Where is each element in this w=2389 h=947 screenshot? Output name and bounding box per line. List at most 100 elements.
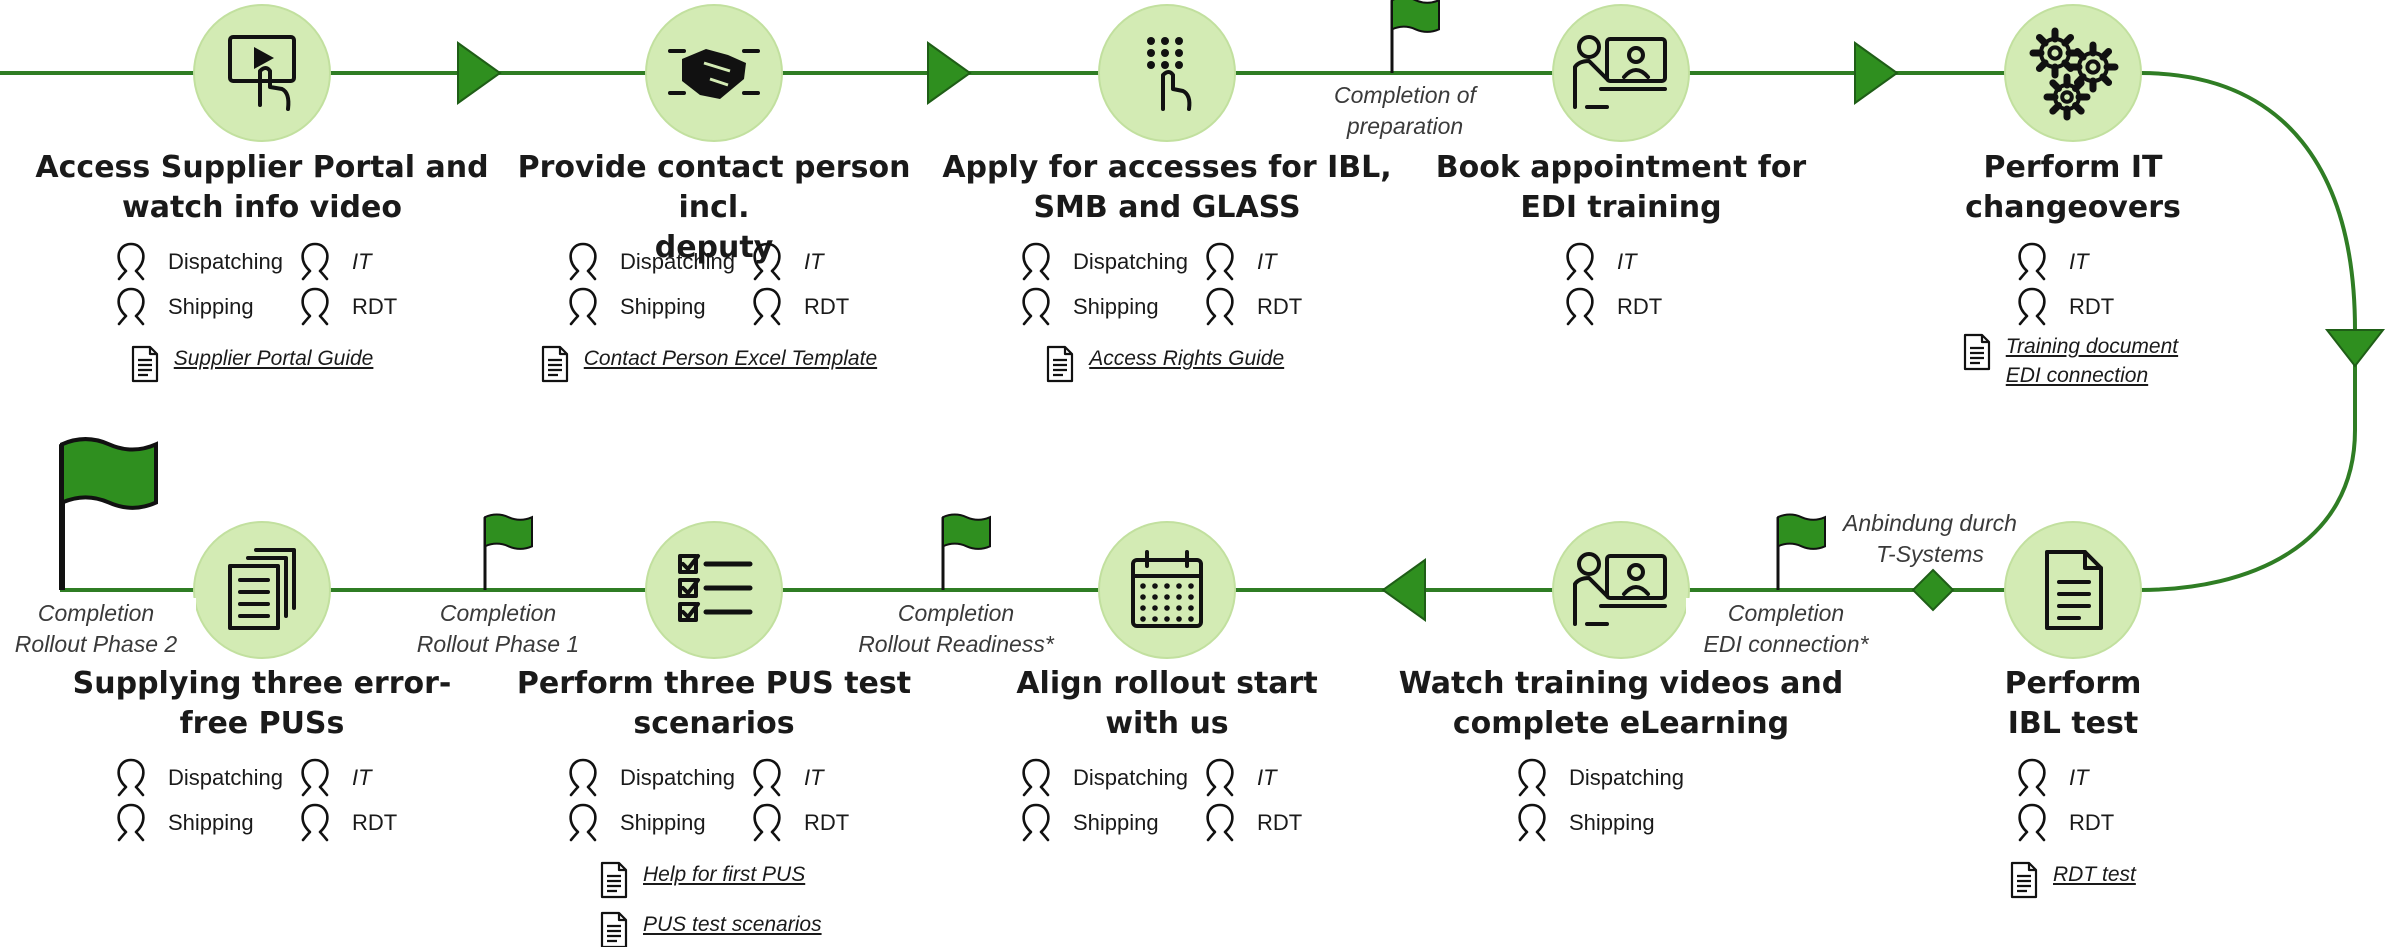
step-title: Provide contact person incl.deputy bbox=[484, 148, 944, 268]
role-rdt: RDT bbox=[746, 803, 849, 843]
step-title-line: IBL test bbox=[2007, 706, 2139, 741]
milestone-label-line: Completion bbox=[37, 600, 155, 626]
person-icon bbox=[1518, 758, 1546, 797]
person-icon bbox=[1566, 287, 1594, 326]
role-it: IT bbox=[746, 242, 824, 282]
role-dispatching: Dispatching bbox=[562, 758, 735, 798]
document-link-text[interactable]: Help for first PUS bbox=[643, 860, 805, 889]
video-touch-icon bbox=[228, 35, 296, 111]
step-title: Access Supplier Portal and watch info vid… bbox=[32, 148, 492, 228]
document-link-icon bbox=[2010, 861, 2038, 899]
document-link-line: EDI connection bbox=[2005, 364, 2149, 387]
role-label: RDT bbox=[804, 294, 850, 319]
role-shipping: Shipping bbox=[1015, 287, 1159, 327]
person-icon bbox=[1206, 758, 1234, 797]
process-step-node[interactable] bbox=[1098, 4, 1236, 142]
person-icon bbox=[117, 803, 145, 842]
document-link-text[interactable]: Supplier Portal Guide bbox=[174, 344, 374, 373]
person-icon bbox=[301, 287, 329, 326]
document-link[interactable]: RDT test bbox=[2009, 860, 2136, 900]
role-label: Shipping bbox=[620, 810, 706, 835]
role-shipping: Shipping bbox=[1015, 803, 1159, 843]
process-step-node[interactable] bbox=[193, 4, 331, 142]
document-link-text[interactable]: PUS test scenarios bbox=[643, 910, 822, 939]
online-training-icon bbox=[1573, 552, 1667, 626]
person-icon bbox=[753, 242, 781, 281]
role-shipping: Shipping bbox=[110, 803, 254, 843]
arrow-down bbox=[2324, 329, 2386, 368]
flag-completion-rollout-phase-1 bbox=[483, 513, 533, 590]
person-icon bbox=[753, 803, 781, 842]
document-link[interactable]: Contact Person Excel Template bbox=[540, 344, 877, 384]
role-rdt: RDT bbox=[2011, 803, 2114, 843]
role-label: IT bbox=[2069, 249, 2089, 274]
person-icon bbox=[301, 242, 329, 281]
person-icon bbox=[1518, 803, 1546, 842]
person-icon bbox=[2018, 287, 2046, 326]
person-icon bbox=[1566, 242, 1594, 281]
step-title: Apply for accesses for IBL,SMB and GLASS bbox=[937, 148, 1397, 228]
role-dispatching: Dispatching bbox=[110, 242, 283, 282]
document-link-icon bbox=[600, 911, 628, 947]
process-step-node[interactable] bbox=[1552, 521, 1690, 659]
role-label: Shipping bbox=[168, 294, 254, 319]
person-icon bbox=[753, 758, 781, 797]
document-link[interactable]: Supplier Portal Guide bbox=[130, 344, 374, 384]
handshake-icon bbox=[668, 49, 760, 99]
role-rdt: RDT bbox=[1199, 287, 1302, 327]
milestone-label-line: Completion bbox=[897, 600, 1015, 626]
role-label: RDT bbox=[1257, 810, 1303, 835]
document-link-text[interactable]: Contact Person Excel Template bbox=[584, 344, 877, 373]
process-step-node[interactable] bbox=[645, 4, 783, 142]
document-icon bbox=[2045, 550, 2103, 630]
document-link[interactable]: Help for first PUS bbox=[599, 860, 805, 900]
step-title-line: EDI training bbox=[1520, 190, 1722, 225]
process-step-node[interactable] bbox=[2004, 4, 2142, 142]
flag-completion-rollout-readiness bbox=[941, 513, 991, 590]
role-label: Shipping bbox=[1569, 810, 1655, 835]
role-it: IT bbox=[1199, 242, 1277, 282]
process-step-node[interactable] bbox=[1552, 4, 1690, 142]
role-shipping: Shipping bbox=[1511, 803, 1655, 843]
person-icon bbox=[117, 242, 145, 281]
calendar-icon bbox=[1131, 550, 1203, 628]
step-title-line: Access Supplier Portal and bbox=[35, 150, 489, 185]
role-it: IT bbox=[294, 758, 372, 798]
role-it: IT bbox=[2011, 242, 2089, 282]
document-link[interactable]: PUS test scenarios bbox=[599, 910, 822, 947]
process-step-node[interactable] bbox=[1098, 521, 1236, 659]
person-icon bbox=[1206, 242, 1234, 281]
document-link-line: Help for first PUS bbox=[643, 863, 806, 886]
process-step-node[interactable] bbox=[193, 521, 331, 659]
milestone-label-line: Rollout Phase 1 bbox=[416, 631, 580, 657]
document-link-text[interactable]: RDT test bbox=[2053, 860, 2136, 889]
arrow-right-3 bbox=[1854, 41, 1899, 105]
role-label: Dispatching bbox=[620, 249, 735, 274]
gears-icon bbox=[2029, 27, 2119, 121]
role-rdt: RDT bbox=[1199, 803, 1302, 843]
process-step-node[interactable] bbox=[2004, 521, 2142, 659]
process-step-node[interactable] bbox=[645, 521, 783, 659]
step-title-line: Provide contact person incl. bbox=[517, 150, 911, 225]
person-icon bbox=[2018, 803, 2046, 842]
role-label: IT bbox=[804, 765, 824, 790]
role-label: RDT bbox=[352, 810, 398, 835]
role-label: IT bbox=[352, 249, 372, 274]
document-link-text[interactable]: Access Rights Guide bbox=[1089, 344, 1284, 373]
document-link-icon bbox=[541, 345, 568, 383]
milestone-label-line: Completion bbox=[439, 600, 557, 626]
role-dispatching: Dispatching bbox=[1511, 758, 1684, 798]
document-link[interactable]: Access Rights Guide bbox=[1045, 344, 1284, 384]
role-it: IT bbox=[1559, 242, 1637, 282]
document-link-icon bbox=[131, 345, 158, 383]
step-title-line: watch info video bbox=[122, 190, 402, 225]
step-title-line: changeovers bbox=[1965, 190, 2181, 225]
step-title-line: free PUSs bbox=[179, 706, 345, 741]
milestone-label-line: T-Systems bbox=[1876, 541, 1984, 567]
step-title-line: complete eLearning bbox=[1452, 706, 1790, 741]
